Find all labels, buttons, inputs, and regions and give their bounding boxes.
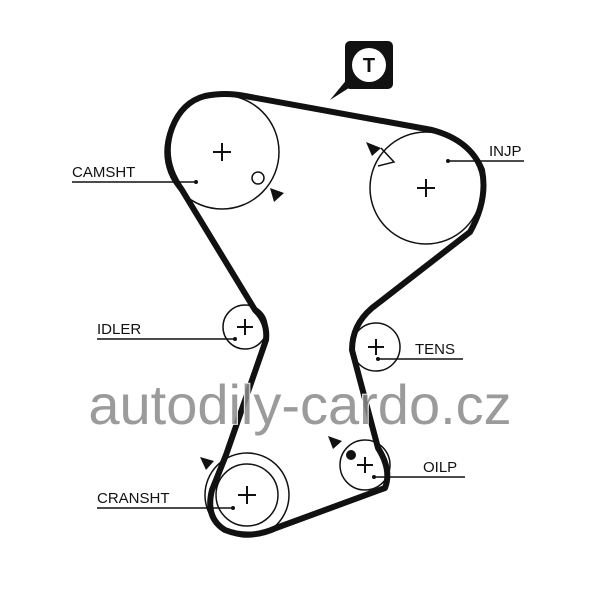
label-tensioner: TENS [415,341,455,358]
svg-text:T: T [363,55,375,77]
oilp-mark-arrow-icon [328,436,342,449]
label-crankshaft: CRANSHT [97,490,170,507]
pulley-center-marks [213,143,435,504]
crank-mark-arrow-icon [200,457,214,470]
watermark: autodily-cardo.cz [88,373,511,436]
timing-belt-badge-icon: T [330,41,393,100]
label-oil-pump: OILP [423,459,457,476]
label-camshaft: CAMSHT [72,164,135,181]
camshaft-mark-arrow-icon [270,188,284,202]
injp-mark-arrow-icon [366,142,381,156]
label-leader-lines [72,160,524,509]
oil-pump-timing-dot [346,450,356,460]
camshaft-timing-hole [251,171,265,185]
label-injection-pump: INJP [489,143,522,160]
label-idler: IDLER [97,321,141,338]
timing-mark-arrows [200,142,381,470]
timing-belt [164,91,487,538]
